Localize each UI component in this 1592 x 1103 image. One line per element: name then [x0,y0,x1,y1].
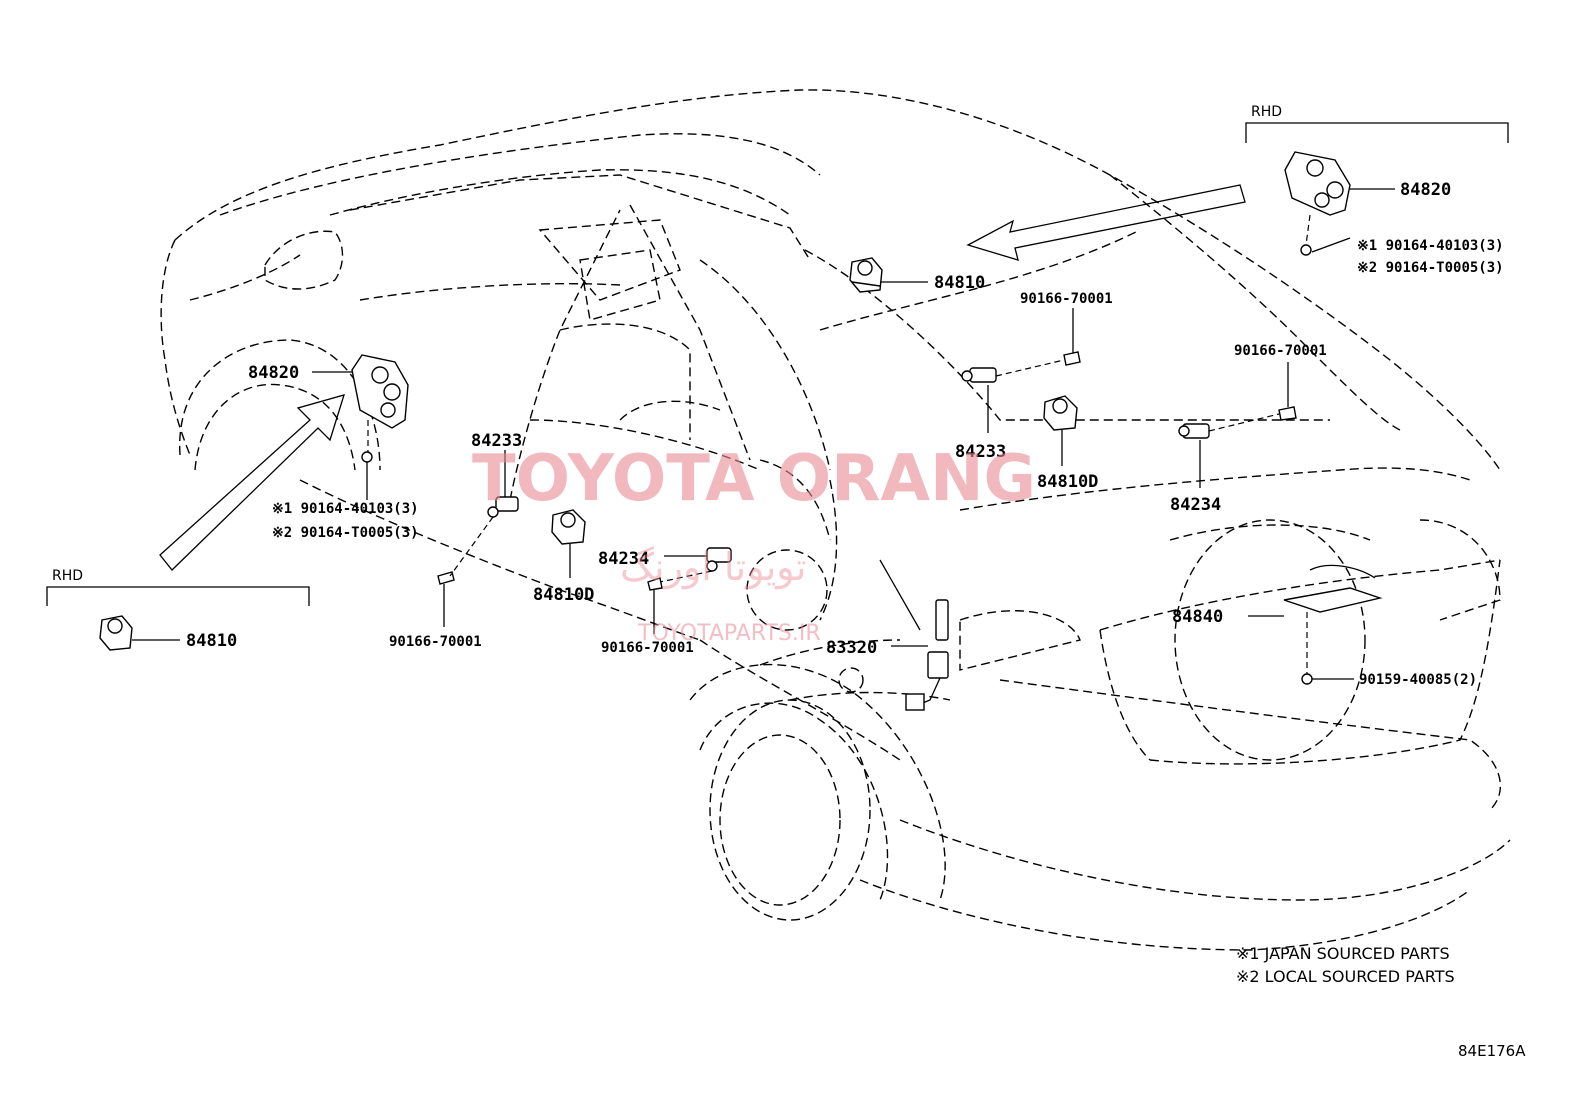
watermark-site: TOYOTAPARTS.IR [637,621,821,646]
screw-note-left-icon [361,451,373,463]
switch-84234-right-icon [1178,423,1210,439]
label-84810-top: 84810 [934,273,985,293]
leader-lines [132,188,1395,680]
arrow-to-front-door-icon [159,394,345,571]
label-84233-left: 84233 [471,431,522,451]
watermark-persian: تویوتا اورنگ [620,545,807,590]
switch-84233-left-icon [487,496,519,518]
switch-84820-left-icon [351,354,409,429]
part-labels: 84810 84820 84820 84810 84233 84233 8423… [186,180,1504,688]
label-84233-right: 84233 [955,442,1006,462]
arrow-to-rear-door-icon [966,184,1246,261]
label-84810d-left: 84810D [533,585,594,605]
switch-84840-icon [1283,564,1383,613]
label-screw-right: 90166-70001 [1234,343,1327,359]
harness-83320-icon [879,559,949,711]
label-screw-center: 90166-70001 [601,640,694,656]
switch-84810-rhd-icon [99,615,133,651]
rhd-label-right: RHD [1251,104,1282,120]
bolt-rear-icon [1301,673,1313,685]
screw-note-right-icon [1300,244,1312,256]
switch-84233-right-icon [961,367,997,383]
label-screw-top: 90166-70001 [1020,291,1113,307]
label-note-right-2: ※2 90164-T0005(3) [1357,260,1504,276]
label-note-right-1: ※1 90164-40103(3) [1357,238,1504,254]
screw-center-icon [647,577,663,591]
label-note-left-2: ※2 90164-T0005(3) [272,525,419,541]
label-84820-right: 84820 [1400,180,1451,200]
legend: ※1 JAPAN SOURCED PARTS ※2 LOCAL SOURCED … [1236,944,1455,986]
switch-84810d-left-icon [551,509,586,545]
part-shapes [99,151,1383,711]
car-outline [160,89,1511,951]
label-84234-right: 84234 [1170,495,1221,515]
legend-line-2: ※2 LOCAL SOURCED PARTS [1236,967,1455,986]
switch-84234-center-icon [706,547,732,572]
screw-top-icon [1063,351,1081,366]
label-84810d-right: 84810D [1037,472,1098,492]
view-arrows [159,184,1246,571]
legend-line-1: ※1 JAPAN SOURCED PARTS [1236,944,1450,963]
watermark-brand: TOYOTA ORANG [472,442,1036,516]
label-83320: 83320 [826,638,877,658]
label-screw-left: 90166-70001 [389,634,482,650]
rhd-label-left: RHD [52,568,83,584]
rhd-bracket-left: RHD [46,568,310,606]
label-84820-left: 84820 [248,363,299,383]
label-84234-center: 84234 [598,549,649,569]
watermark: TOYOTA ORANG تویوتا اورنگ TOYOTAPARTS.IR [472,442,1036,646]
label-bolt-rear: 90159-40085(2) [1359,672,1477,688]
label-84840: 84840 [1172,607,1223,627]
rhd-bracket-right: RHD [1245,104,1509,143]
switch-84820-right-icon [1284,151,1351,216]
figure-reference: 84E176A [1458,1042,1526,1060]
switch-84810-top-icon [849,257,883,293]
label-84810-rhd: 84810 [186,631,237,651]
screw-right-icon [1278,406,1297,421]
label-note-left-1: ※1 90164-40103(3) [272,501,419,517]
switch-84810d-right-icon [1043,395,1078,431]
